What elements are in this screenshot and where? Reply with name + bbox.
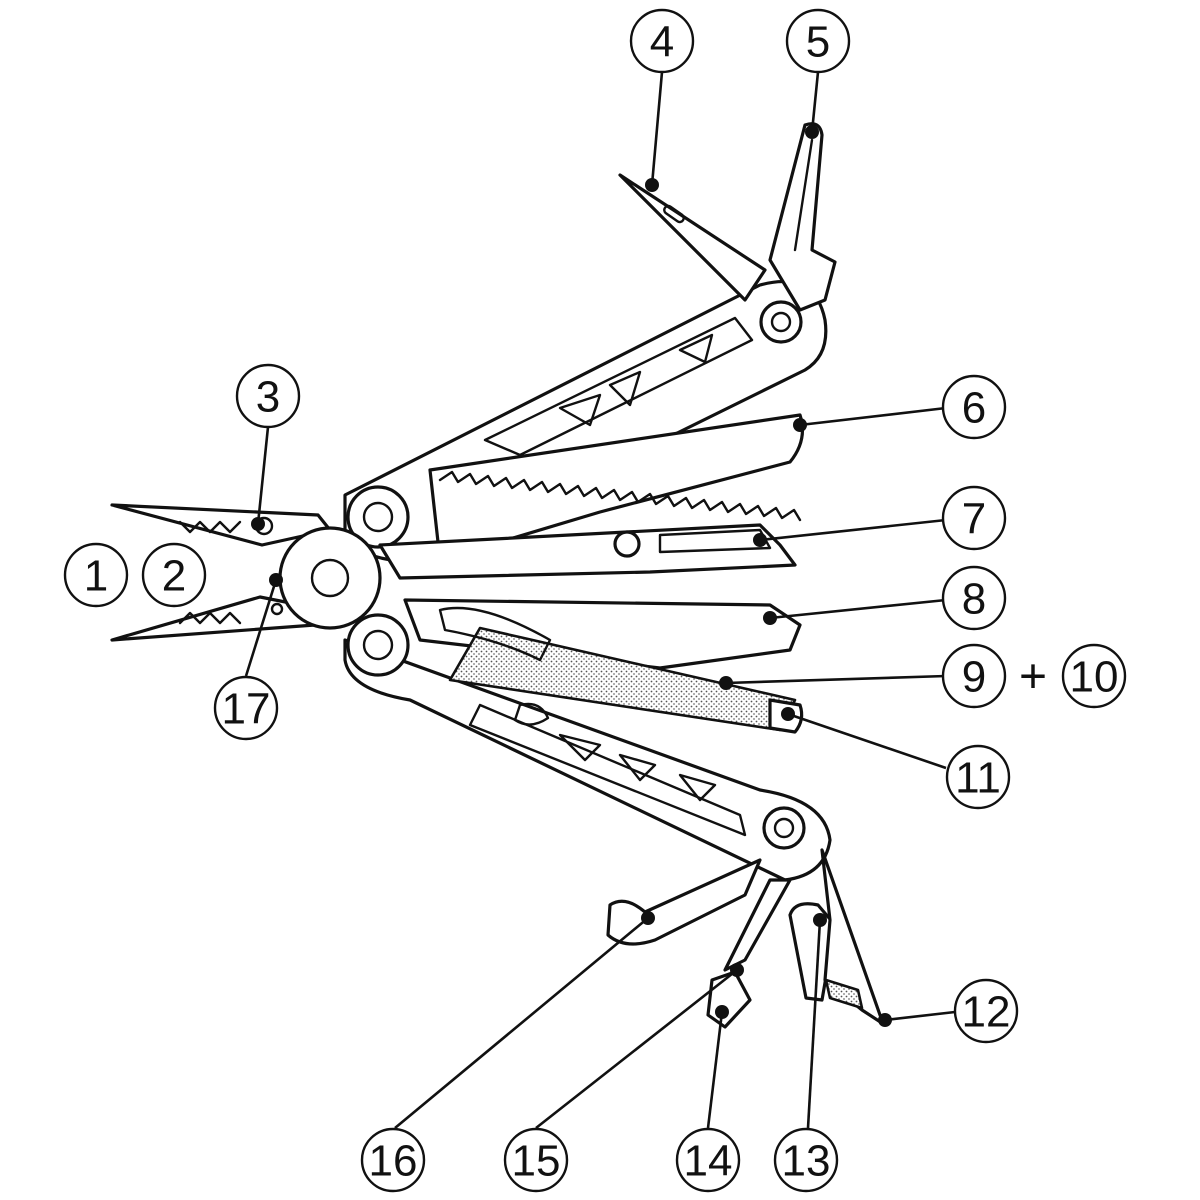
leader-dots xyxy=(251,125,892,1027)
tool-14-flat xyxy=(706,970,752,1029)
callout-label-8: 8 xyxy=(962,575,986,624)
leader-3 xyxy=(256,426,270,525)
leader-16 xyxy=(394,916,649,1130)
tool-9-10-file xyxy=(438,606,797,732)
dot-9-10 xyxy=(719,676,733,690)
callout-label-12: 12 xyxy=(962,988,1011,1037)
leader-5 xyxy=(810,71,820,133)
tool-4-blade xyxy=(618,173,767,302)
tool-12-cutter xyxy=(820,848,887,1027)
callout-label-4: 4 xyxy=(650,18,674,67)
leader-4 xyxy=(650,71,664,186)
tool-7-opener xyxy=(378,523,797,580)
leader-6 xyxy=(799,406,947,427)
tool-6-saw xyxy=(428,413,804,562)
dot-3 xyxy=(251,517,265,531)
dot-17 xyxy=(269,573,283,587)
leader-12 xyxy=(884,1010,956,1022)
callout-label-14: 14 xyxy=(684,1137,733,1186)
dot-12 xyxy=(878,1013,892,1027)
leader-17 xyxy=(244,579,278,677)
callout-17: 17 xyxy=(213,675,279,741)
callout-5: 5 xyxy=(785,8,851,74)
dot-6 xyxy=(793,418,807,432)
callout-label-6: 6 xyxy=(962,384,986,433)
callout-label-2: 2 xyxy=(162,552,186,601)
callout-label-7: 7 xyxy=(962,495,986,544)
dot-4 xyxy=(645,178,659,192)
callout-6: 6 xyxy=(941,374,1007,440)
dot-8 xyxy=(763,611,777,625)
callout-label-3: 3 xyxy=(256,373,280,422)
callout-label-9: 9 xyxy=(962,653,986,702)
leader-9-10 xyxy=(725,674,947,685)
dot-11 xyxy=(781,707,795,721)
tool-15-driver xyxy=(723,878,792,972)
callout-4: 4 xyxy=(629,8,695,74)
dot-15 xyxy=(730,963,744,977)
leader-13 xyxy=(806,919,822,1129)
callout-10: 10 xyxy=(1061,643,1127,709)
callout-9: 9 xyxy=(941,643,1007,709)
callout-14: 14 xyxy=(675,1127,741,1193)
multitool-illustration xyxy=(110,122,887,1029)
pliers-head xyxy=(110,503,382,642)
callout-16: 16 xyxy=(360,1127,426,1193)
lower-tools xyxy=(606,848,887,1029)
plus-sign: + xyxy=(1019,651,1047,704)
callout-label-15: 15 xyxy=(512,1137,561,1186)
lower-handle xyxy=(343,613,832,882)
callout-label-17: 17 xyxy=(222,685,271,734)
dot-7 xyxy=(753,533,767,547)
leader-11 xyxy=(787,712,947,770)
callout-label-16: 16 xyxy=(369,1137,418,1186)
callout-15: 15 xyxy=(503,1127,569,1193)
leader-8 xyxy=(769,598,947,620)
callout-label-1: 1 xyxy=(84,552,108,601)
callout-2: 2 xyxy=(141,542,207,608)
dot-13 xyxy=(813,913,827,927)
leader-14 xyxy=(706,1011,724,1129)
callout-11: 11 xyxy=(945,744,1011,810)
callout-1: 1 xyxy=(63,542,129,608)
tool-5-driver xyxy=(768,122,837,312)
callout-13: 13 xyxy=(773,1127,839,1193)
callout-label-13: 13 xyxy=(782,1137,831,1186)
callout-label-11: 11 xyxy=(955,754,1001,803)
callout-label-5: 5 xyxy=(806,18,830,67)
callouts: 1 2 3 4 5 6 7 8 xyxy=(63,8,1127,1193)
callout-12: 12 xyxy=(953,978,1019,1044)
leader-7 xyxy=(759,518,947,542)
leader-lines xyxy=(244,71,956,1130)
callout-8: 8 xyxy=(941,565,1007,631)
callout-7: 7 xyxy=(941,485,1007,551)
dot-14 xyxy=(715,1005,729,1019)
dot-5 xyxy=(805,125,819,139)
leader-15 xyxy=(535,968,738,1130)
callout-3: 3 xyxy=(235,363,301,429)
dot-16 xyxy=(641,911,655,925)
callout-label-10: 10 xyxy=(1070,653,1119,702)
